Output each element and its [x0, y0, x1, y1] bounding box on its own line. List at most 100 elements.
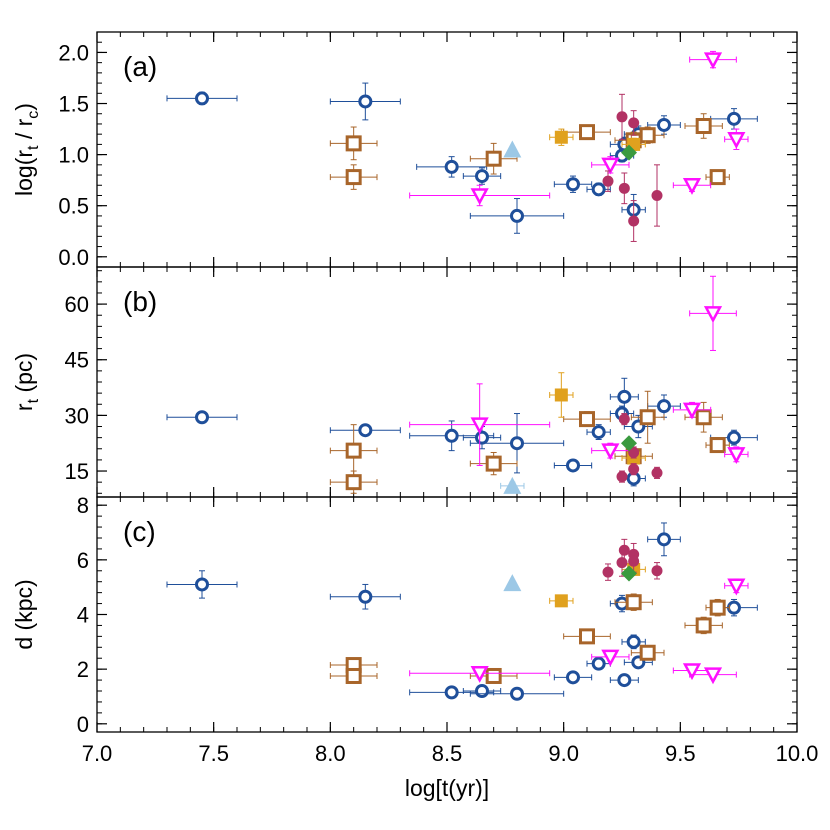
data-point-circle [475, 684, 489, 699]
x-tick-label: 7.5 [198, 741, 229, 766]
y-tick-label: 6 [77, 548, 89, 573]
data-point-filled-triangle [503, 140, 522, 158]
data-point-circle [591, 656, 606, 671]
data-point-triangle [703, 52, 723, 70]
y-tick-label: 2.0 [58, 40, 89, 65]
data-point-circle [566, 670, 580, 685]
x-tick-label: 9.5 [665, 741, 696, 766]
data-point-circle [475, 169, 489, 184]
data-point-dot [618, 413, 630, 425]
data-point-square [695, 409, 712, 426]
data-point-square [579, 411, 595, 428]
y-tick-label: 15 [65, 459, 89, 484]
data-point-square [345, 442, 362, 459]
data-point-triangle [682, 402, 702, 420]
data-point-square [579, 628, 595, 645]
data-point-circle [444, 428, 459, 443]
panel-label: (b) [123, 286, 157, 317]
x-tick-label: 8.0 [315, 741, 346, 766]
data-point-diamond [621, 144, 637, 161]
data-point-circle [591, 182, 606, 197]
y-tick-label: 60 [65, 292, 89, 317]
data-point-circle [727, 430, 741, 445]
data-point-square [579, 124, 595, 141]
data-point-filled-triangle [503, 574, 522, 592]
y-tick-label: 30 [65, 403, 89, 428]
data-point-circle [444, 685, 459, 700]
data-point-square [695, 118, 712, 134]
data-point-square [345, 474, 362, 491]
data-point-circle [617, 389, 632, 404]
axis-text: 0.00.51.01.52.0(a)log(rt​ / rc​)15304560… [11, 40, 818, 766]
data-point-square [345, 135, 362, 152]
data-point-square [695, 617, 712, 634]
data-point-dot [628, 463, 640, 475]
data-point-circle [657, 117, 671, 132]
panel-label: (c) [123, 516, 156, 547]
data-point-circle [444, 159, 459, 174]
data-point-dot [602, 566, 614, 578]
data-point-square [485, 667, 502, 684]
data-point-circle [358, 94, 373, 109]
data-point-diamond [621, 565, 637, 582]
data-point-dot [618, 182, 630, 194]
data-point-triangle [601, 649, 620, 667]
data-point-circle [727, 111, 741, 126]
x-tick-label: 8.5 [432, 741, 463, 766]
data-point-circle [591, 425, 606, 440]
data-point-circle [727, 600, 741, 615]
data-point-dot [616, 111, 628, 123]
data-point-triangle [703, 667, 723, 685]
data-point-triangle [601, 157, 620, 175]
data-point-circle [510, 208, 524, 223]
data-point-circle [510, 686, 524, 701]
data-point-dot [628, 555, 640, 567]
y-tick-label: 45 [65, 348, 89, 373]
data-point-dot [628, 117, 640, 129]
data-point-dot [651, 467, 663, 479]
data-point-triangle [727, 132, 746, 149]
data-point-dot [628, 446, 640, 458]
data-point-circle [510, 436, 524, 451]
data-point-square [709, 437, 726, 454]
data-point-triangle [470, 666, 489, 683]
data-point-circle [626, 634, 641, 649]
data-point-circle [566, 458, 580, 473]
y-tick-label: 0 [77, 712, 89, 737]
data-point-dot [651, 189, 663, 201]
data-point-filled-square [554, 130, 568, 144]
data-point-circle [566, 177, 580, 192]
data-point-circle [657, 399, 671, 414]
x-tick-label: 10.0 [776, 741, 819, 766]
data-point-square [485, 150, 502, 167]
data-point-square [709, 169, 726, 186]
data-point-circle [195, 410, 209, 425]
data-point-triangle [727, 447, 746, 464]
data-point-dot [628, 215, 640, 227]
y-axis-title: d (kpc) [11, 579, 37, 649]
data-point-square [345, 667, 362, 684]
data-point-dot [616, 471, 628, 483]
data-point-triangle [470, 188, 489, 206]
data-point-dot [651, 565, 663, 577]
y-axis-title: rt​ (pc) [11, 353, 42, 411]
y-tick-label: 1.0 [58, 143, 89, 168]
data-point-triangle [601, 443, 620, 461]
data-point-square [485, 455, 502, 472]
data-point-square [639, 644, 656, 661]
data-point-filled-square [554, 388, 568, 402]
data-point-circle [617, 673, 632, 688]
data-point-circle [475, 430, 489, 445]
axes-frames [96, 31, 798, 733]
panel-frame [96, 31, 798, 268]
x-tick-label: 7.0 [82, 741, 113, 766]
data-point-square [345, 169, 362, 186]
data-point-circle [657, 532, 671, 547]
data-point-triangle [727, 578, 746, 596]
y-tick-label: 0.5 [58, 194, 89, 219]
y-tick-label: 4 [77, 603, 89, 628]
data-point-dot [602, 175, 614, 187]
data-point-triangle [703, 306, 723, 324]
y-tick-label: 2 [77, 657, 89, 682]
